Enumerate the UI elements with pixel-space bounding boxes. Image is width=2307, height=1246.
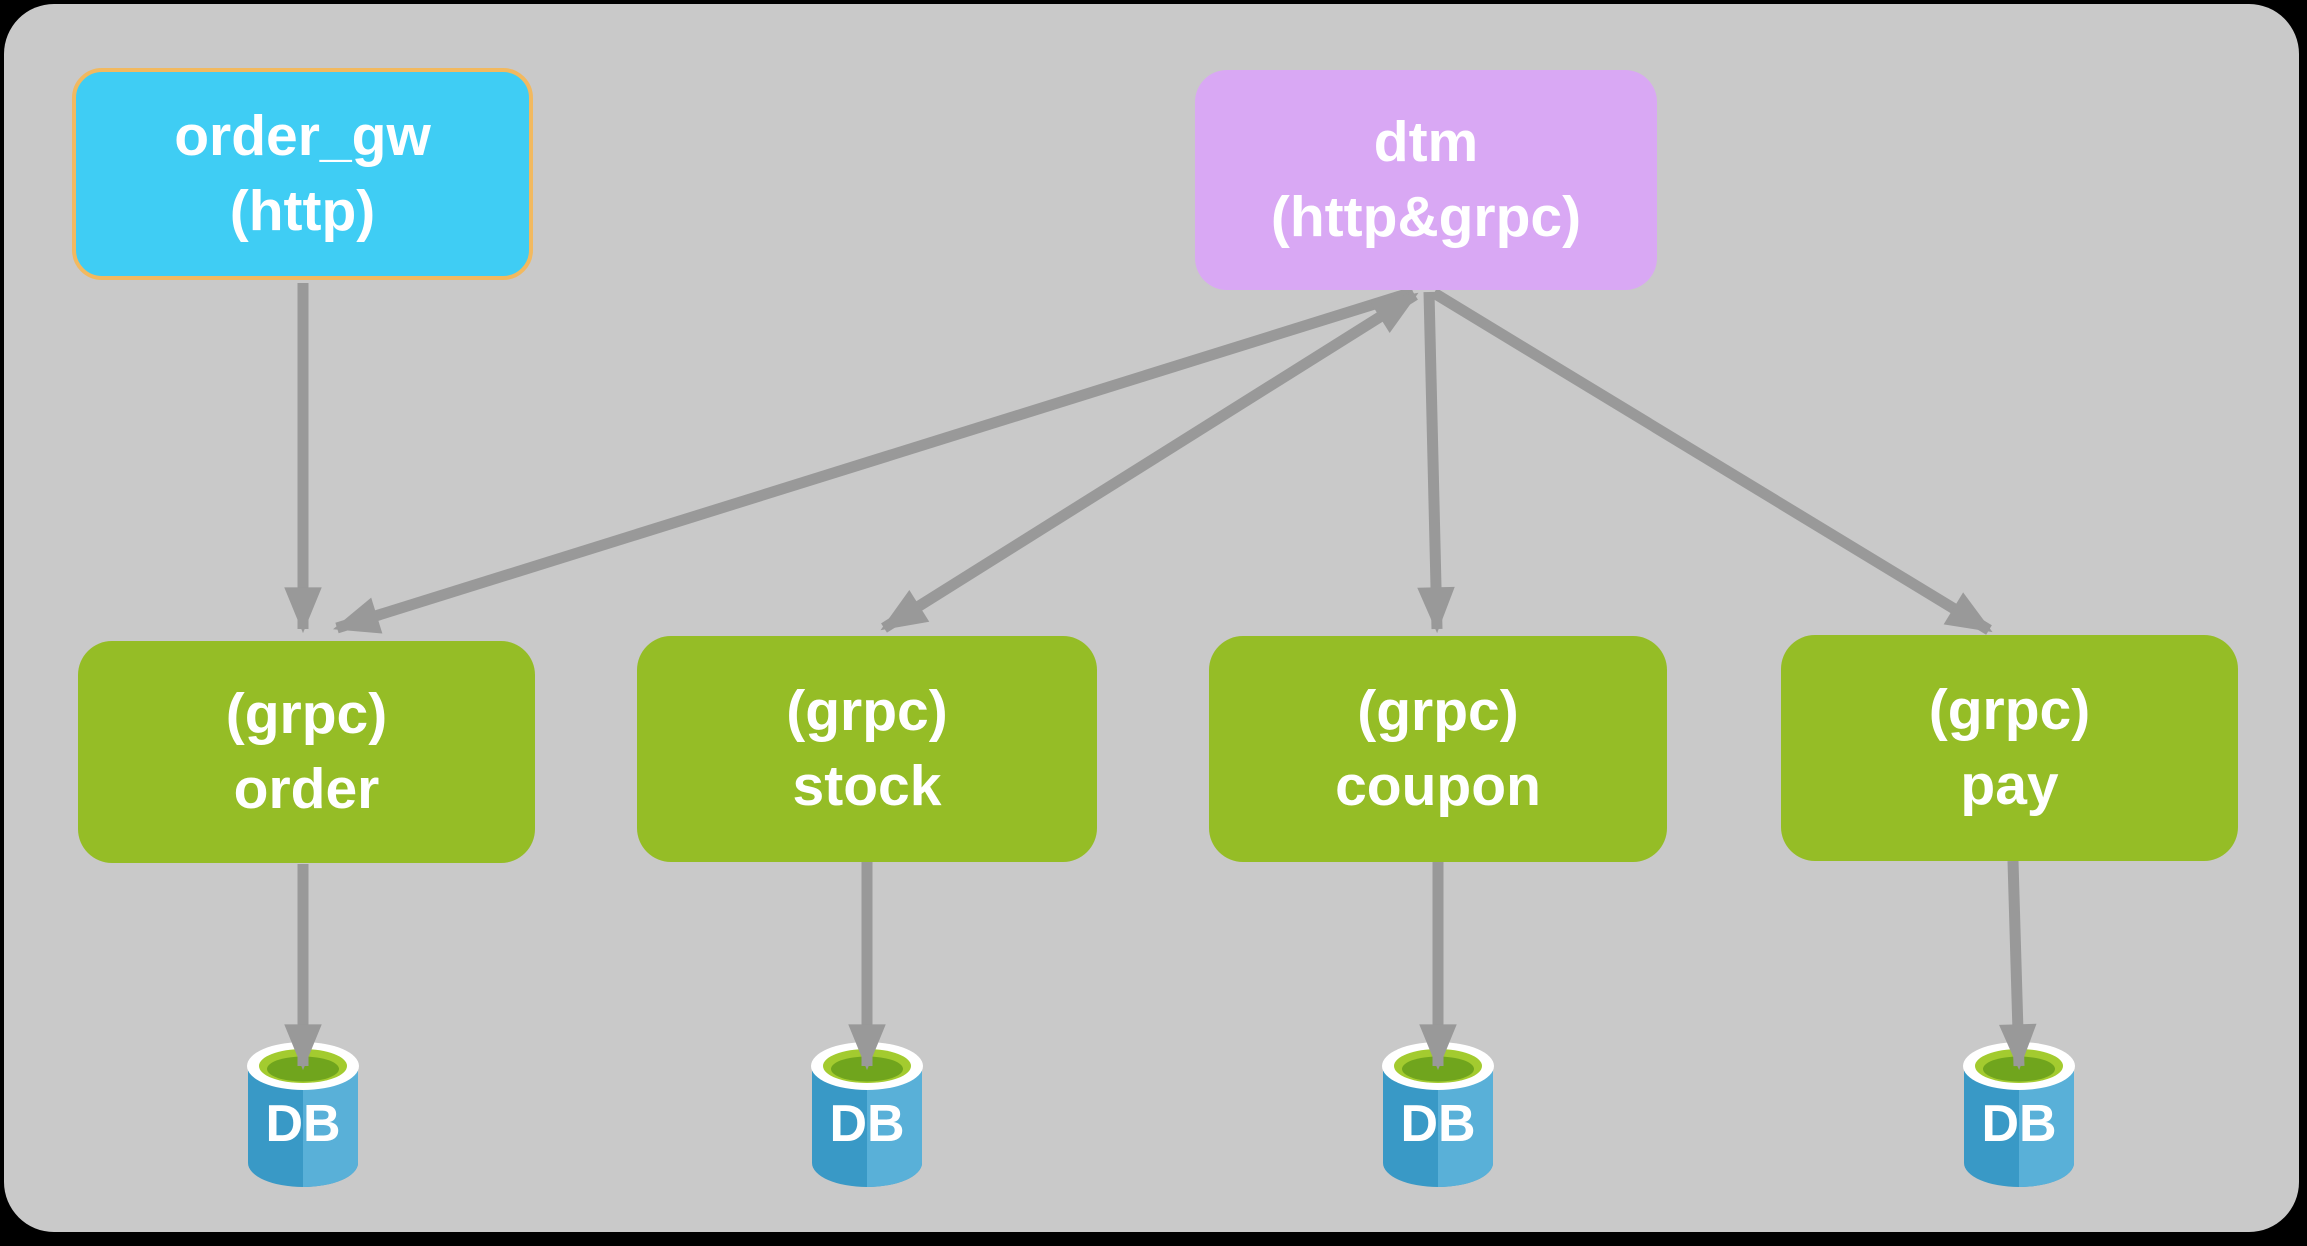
node-order-gw-protocol: (http) [229,179,376,243]
node-pay-service: (grpc) pay [1781,635,2238,861]
node-coupon-protocol: (grpc) [1357,679,1519,743]
edge-dtm-to-coupon [1417,291,1455,634]
node-order-gw-name: order_gw [174,104,431,168]
node-dtm-name: dtm [1373,110,1479,174]
node-dtm: dtm (http&grpc) [1195,70,1657,290]
node-coupon-name: coupon [1335,754,1541,818]
node-stock-name: stock [792,754,942,818]
db-body-highlight [303,1066,358,1187]
db-body-highlight [867,1066,922,1187]
db-body-highlight [1438,1066,1493,1187]
node-order-protocol: (grpc) [225,682,388,746]
node-coupon-service: (grpc) coupon [1209,636,1667,862]
node-order-name: order [233,757,380,821]
db-label: DB [1981,1095,2056,1153]
database-icon-order-db: DB [247,1042,359,1187]
edge-dtm-to-pay [1431,288,1993,635]
db-label: DB [265,1095,340,1153]
node-order-service: (grpc) order [78,641,535,863]
node-dtm-protocol: (http&grpc) [1270,185,1582,249]
node-pay-protocol: (grpc) [1928,678,2091,742]
db-label: DB [1400,1095,1475,1153]
edge-pay-to-db [1999,860,2037,1071]
database-icon-coupon-db: DB [1382,1042,1494,1187]
database-icon-pay-db: DB [1963,1042,2075,1187]
db-body-highlight [2019,1066,2074,1187]
node-pay-name: pay [1960,753,2059,817]
db-label: DB [829,1095,904,1153]
edge-dtm-stock-bidirectional [880,290,1419,633]
node-stock-service: (grpc) stock [637,636,1097,862]
node-stock-protocol: (grpc) [786,679,948,743]
node-order-gw: order_gw (http) [72,68,533,280]
edge-dtm-to-order [333,286,1415,634]
